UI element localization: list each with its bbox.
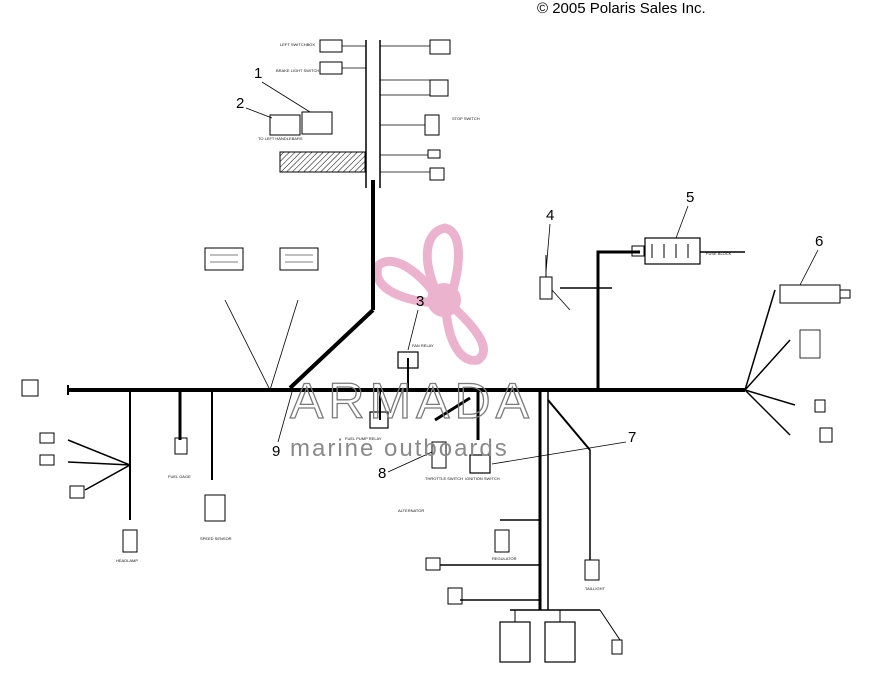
callouts: 1 2 3 4 5 6 7 8 9 — [236, 65, 823, 482]
label-headlamp: HEADLAMP — [116, 558, 138, 563]
fuse-block — [631, 237, 701, 265]
label-stop-switch: STOP SWITCH — [452, 116, 480, 121]
callout-2: 2 — [236, 95, 244, 112]
callout-9: 9 — [272, 443, 280, 460]
label-throttle-switch: THROTTLE SWITCH — [425, 476, 463, 481]
label-fan-relay: FAN RELAY — [412, 343, 434, 348]
label-fuel-pump-relay: FUEL PUMP RELAY — [345, 436, 382, 441]
label-alternator: ALTERNATOR — [398, 508, 424, 513]
main-harness — [67, 40, 796, 611]
connector-detail-diagrams — [204, 247, 319, 271]
callout-4: 4 — [546, 207, 554, 224]
connector-item-4 — [539, 255, 571, 311]
callout-6: 6 — [815, 233, 823, 250]
callout-7: 7 — [628, 429, 636, 446]
label-speed-sensor: SPEED SENSOR — [200, 536, 232, 541]
callout-3: 3 — [416, 293, 424, 310]
label-regulator: REGULATOR — [492, 556, 517, 561]
label-fuse-block: FUSE BLOCK — [706, 251, 732, 256]
callout-8: 8 — [378, 465, 386, 482]
label-to-left-handlebars: TO LEFT HANDLEBARS — [258, 136, 303, 141]
label-left-switchbox: LEFT SWITCHBOX — [280, 42, 315, 47]
label-brake-light-switch: BRAKE LIGHT SWITCH — [276, 68, 319, 73]
label-fuel-gage: FUEL GAGE — [168, 474, 191, 479]
module-item-6 — [779, 284, 851, 443]
watermark-tagline: marine outboards — [290, 435, 509, 462]
relays — [369, 351, 491, 474]
callout-1: 1 — [254, 65, 262, 82]
callout-5: 5 — [686, 189, 694, 206]
watermark-brand: ARMADA — [290, 373, 534, 429]
label-taillight: TAILLIGHT — [585, 586, 605, 591]
upper-switch-cluster — [269, 39, 451, 181]
propeller-logo-icon — [372, 223, 488, 365]
label-ignition-switch: IGNITION SWITCH — [465, 476, 500, 481]
left-components — [21, 379, 226, 553]
lower-components — [425, 529, 623, 663]
copyright-notice: © 2005 Polaris Sales Inc. — [537, 0, 706, 17]
